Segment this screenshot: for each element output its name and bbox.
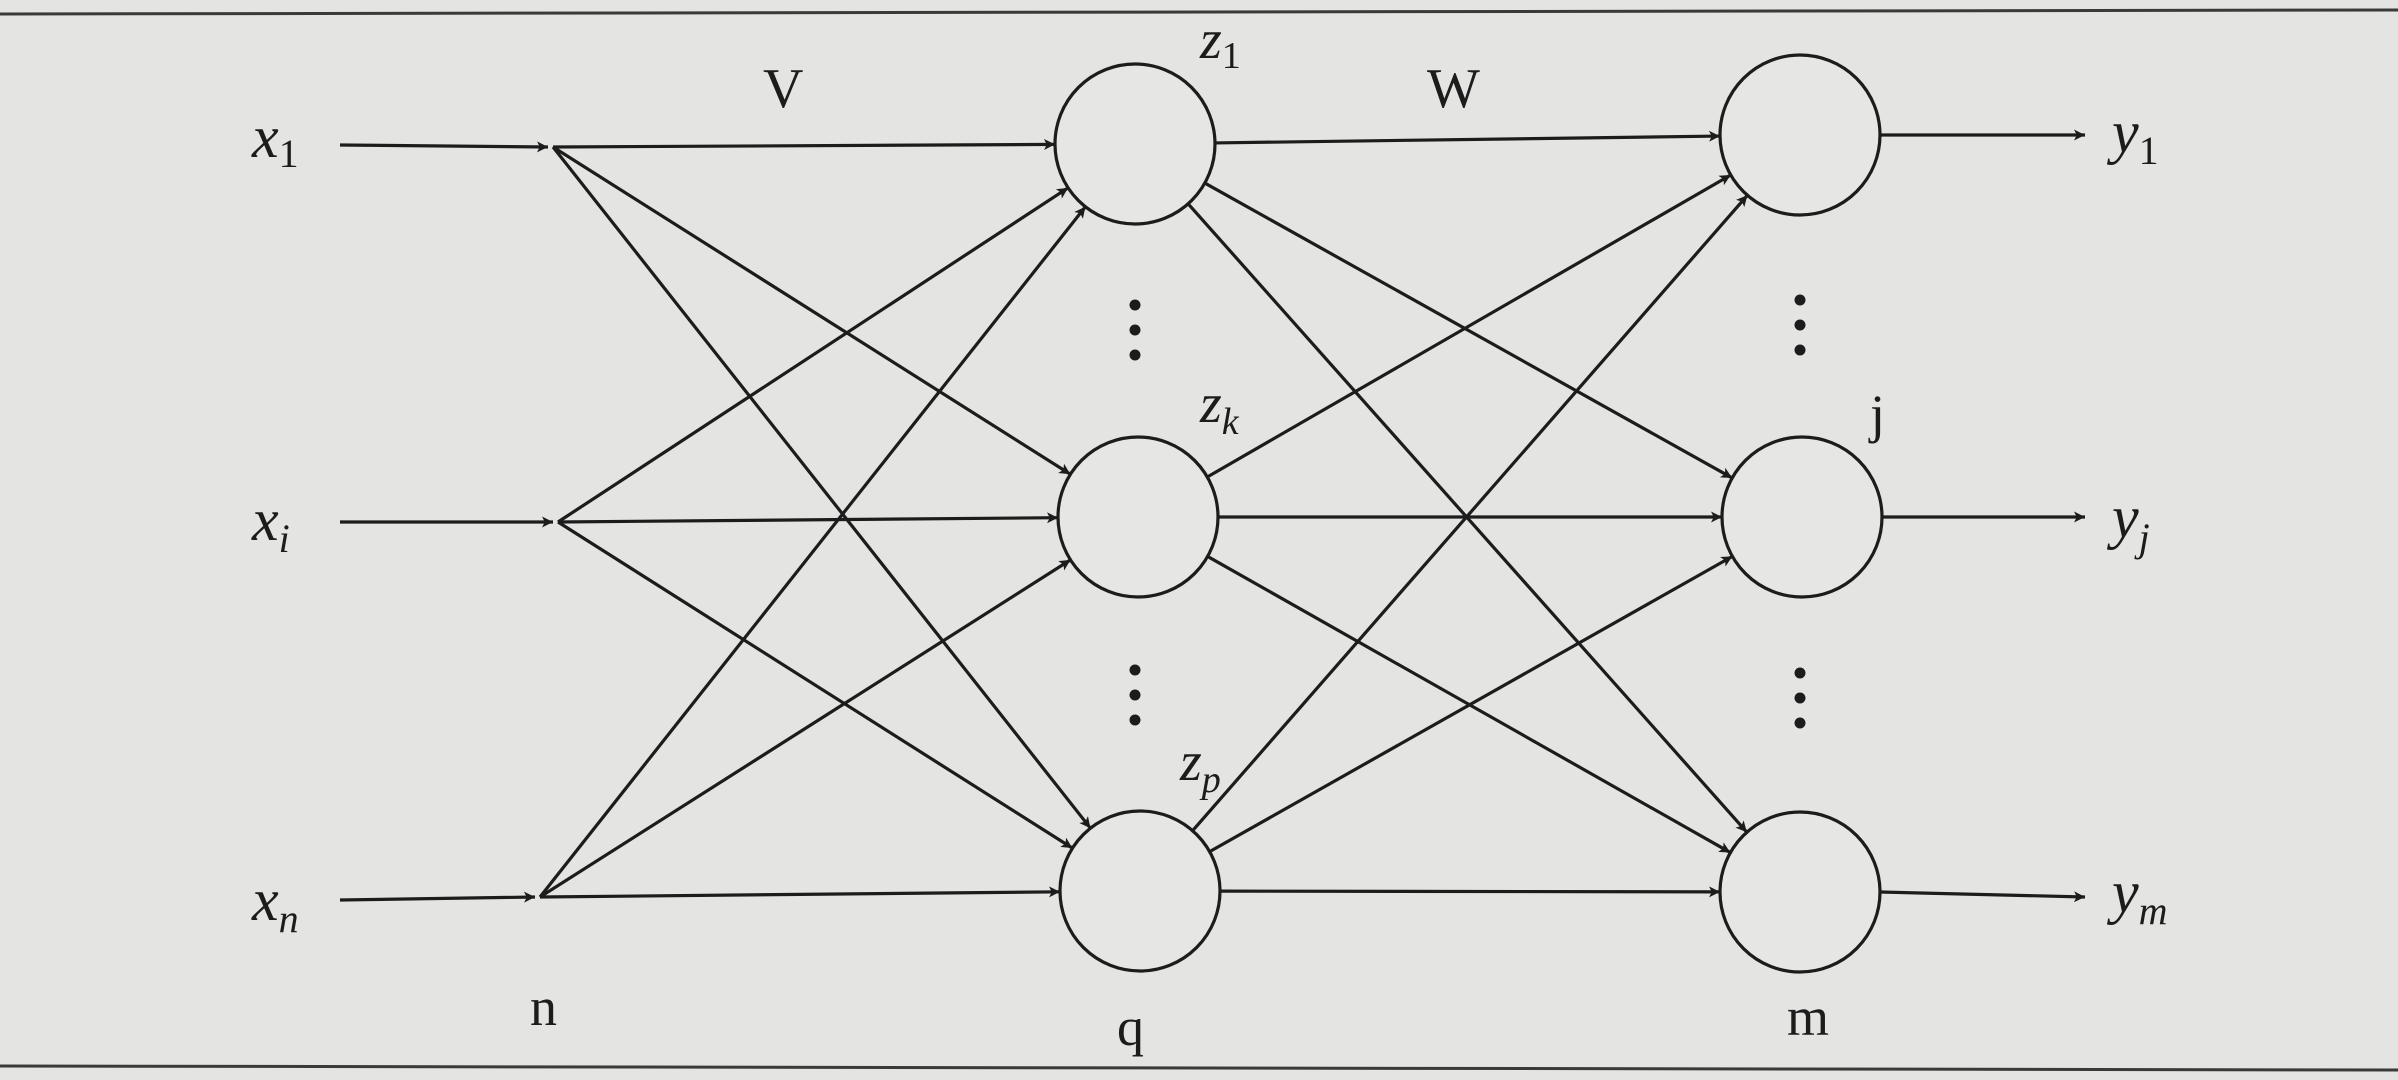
weight-matrix-v-label: V [763, 58, 803, 120]
edge-w-0-1 [1204, 181, 1733, 480]
input-label-x1: x1 [251, 104, 299, 176]
ellipsis-dot-2-1 [1794, 319, 1806, 331]
hidden-node-0 [1053, 62, 1217, 226]
output-node-1 [1720, 435, 1884, 599]
ellipsis-dot-0-0 [1129, 299, 1141, 311]
input-label-xn-base: x [251, 867, 279, 933]
ellipsis-dot-3-1 [1794, 692, 1806, 704]
input-label-xi-base: x [251, 487, 279, 553]
output-node-label-j: j [1868, 384, 1885, 444]
ellipsis-dot-0-2 [1129, 349, 1141, 361]
neuron-nodes [1053, 53, 1884, 974]
hidden-label-z1: z1 [1199, 9, 1241, 77]
ellipsis-dots [1129, 294, 1806, 729]
hidden-node-2 [1058, 809, 1222, 973]
edge-v-1-2 [557, 520, 1074, 850]
ellipsis-dot-1-1 [1129, 689, 1141, 701]
hidden-label-z1-sub: 1 [1222, 35, 1241, 77]
input-label-xi: xi [251, 487, 290, 561]
edge-v-0-1 [552, 145, 1072, 476]
hidden-count-label: q [1117, 997, 1144, 1057]
output-arrow-2 [1879, 890, 2086, 903]
ellipsis-dot-3-2 [1794, 717, 1806, 729]
edge-w-1-0 [1206, 173, 1732, 479]
weight-matrix-w-label: W [1427, 58, 1480, 120]
hidden-label-zk: zk [1199, 373, 1240, 443]
ellipsis-dot-3-0 [1794, 667, 1806, 679]
output-count-label: m [1787, 987, 1829, 1047]
hidden-label-zp-base: z [1179, 731, 1202, 793]
input-label-xi-sub: i [279, 516, 290, 561]
ellipsis-dot-2-0 [1794, 294, 1806, 306]
output-label-y1-base: y [2106, 99, 2139, 165]
hidden-label-z1-base: z [1199, 9, 1222, 71]
top-border [0, 8, 2398, 16]
output-node-0 [1718, 53, 1882, 217]
connection-edges [339, 129, 2086, 903]
input-label-xn: xn [251, 867, 299, 941]
output-label-yj: yj [2106, 484, 2150, 560]
hidden-label-zk-sub: k [1222, 401, 1240, 443]
edge-v-1-1 [557, 512, 1059, 524]
edge-v-0-2 [551, 146, 1092, 830]
input-label-xn-sub: n [279, 896, 299, 941]
hidden-node-1 [1056, 435, 1220, 599]
hidden-label-zp: zp [1179, 731, 1221, 801]
edge-v-0-0 [552, 138, 1056, 150]
bottom-border [0, 1064, 2398, 1072]
output-node-2 [1718, 810, 1882, 974]
output-label-ym: ym [2106, 859, 2168, 933]
edge-v-2-1 [539, 558, 1072, 899]
output-label-yj-base: y [2106, 484, 2139, 550]
edge-w-0-0 [1214, 130, 1721, 145]
edge-v-2-0 [538, 205, 1087, 898]
input-label-x1-base: x [251, 104, 279, 170]
output-label-y1-sub: 1 [2139, 128, 2159, 173]
hidden-label-zk-base: z [1199, 373, 1222, 435]
ellipsis-dot-1-0 [1129, 664, 1141, 676]
input-arrow-0 [339, 141, 549, 153]
ellipsis-dot-1-2 [1129, 714, 1141, 726]
output-label-yj-sub: j [2134, 515, 2150, 560]
edge-v-2-2 [539, 886, 1061, 899]
input-count-label: n [530, 977, 557, 1037]
edge-w-2-2 [1219, 886, 1721, 898]
input-label-x1-sub: 1 [279, 131, 299, 176]
output-label-ym-base: y [2106, 859, 2139, 925]
edge-w-2-0 [1191, 194, 1749, 832]
hidden-label-zp-sub: p [1199, 759, 1221, 801]
edge-w-2-1 [1208, 554, 1734, 854]
output-label-y1: y1 [2106, 99, 2159, 173]
input-arrow-2 [339, 891, 536, 903]
ellipsis-dot-2-2 [1794, 344, 1806, 356]
edge-v-1-0 [557, 186, 1069, 524]
ellipsis-dot-0-1 [1129, 324, 1141, 336]
output-label-ym-sub: m [2139, 888, 2168, 933]
